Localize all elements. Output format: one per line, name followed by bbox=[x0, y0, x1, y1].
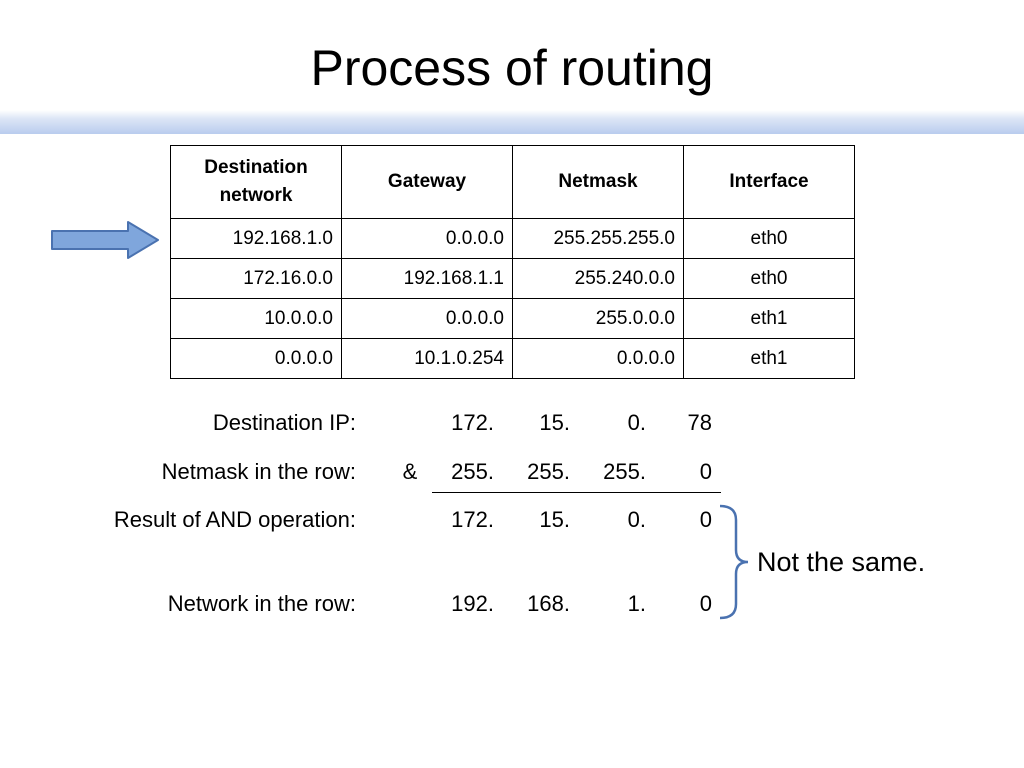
table-row: 10.0.0.0 0.0.0.0 255.0.0.0 eth1 bbox=[170, 298, 855, 339]
cell-netmask: 0.0.0.0 bbox=[512, 338, 684, 379]
and-operator: & bbox=[402, 459, 418, 484]
table-header-row: Destination network Gateway Netmask Inte… bbox=[170, 145, 855, 219]
netmask-octet-4: 0 bbox=[699, 459, 712, 484]
network-octet-1: 192. bbox=[451, 591, 494, 616]
routing-table: Destination network Gateway Netmask Inte… bbox=[170, 145, 855, 379]
cell-netmask: 255.0.0.0 bbox=[512, 298, 684, 339]
cell-destination: 172.16.0.0 bbox=[170, 258, 342, 299]
cell-destination: 192.168.1.0 bbox=[170, 218, 342, 259]
header-interface: Interface bbox=[683, 145, 855, 219]
network-label: Network in the row: bbox=[167, 591, 356, 616]
slide-title: Process of routing bbox=[310, 40, 714, 96]
cell-interface: eth1 bbox=[683, 338, 855, 379]
cell-gateway: 0.0.0.0 bbox=[341, 298, 513, 339]
header-netmask: Netmask bbox=[512, 145, 684, 219]
table-row: 172.16.0.0 192.168.1.1 255.240.0.0 eth0 bbox=[170, 258, 855, 299]
cell-destination: 10.0.0.0 bbox=[170, 298, 342, 339]
cell-interface: eth1 bbox=[683, 298, 855, 339]
result-octet-4: 0 bbox=[699, 507, 712, 532]
table-row: 192.168.1.0 0.0.0.0 255.255.255.0 eth0 bbox=[170, 218, 855, 259]
netmask-octet-2: 255. bbox=[527, 459, 570, 484]
table-row: 0.0.0.0 10.1.0.254 0.0.0.0 eth1 bbox=[170, 338, 855, 379]
cell-netmask: 255.240.0.0 bbox=[512, 258, 684, 299]
network-octet-2: 168. bbox=[527, 591, 570, 616]
cell-gateway: 192.168.1.1 bbox=[341, 258, 513, 299]
destination-ip-octet-3: 0. bbox=[627, 410, 646, 435]
destination-ip-octet-1: 172. bbox=[451, 410, 494, 435]
curly-brace-icon bbox=[719, 504, 749, 620]
netmask-octet-1: 255. bbox=[451, 459, 494, 484]
network-octet-3: 1. bbox=[627, 591, 646, 616]
destination-ip-octet-2: 15. bbox=[539, 410, 570, 435]
title-divider-bar bbox=[0, 110, 1024, 134]
cell-destination: 0.0.0.0 bbox=[170, 338, 342, 379]
cell-netmask: 255.255.255.0 bbox=[512, 218, 684, 259]
destination-ip-octet-4: 78 bbox=[687, 410, 712, 435]
sum-underline bbox=[432, 492, 721, 493]
result-octet-3: 0. bbox=[627, 507, 646, 532]
cell-interface: eth0 bbox=[683, 218, 855, 259]
cell-gateway: 10.1.0.254 bbox=[341, 338, 513, 379]
result-label: Result of AND operation: bbox=[113, 507, 356, 532]
header-gateway: Gateway bbox=[341, 145, 513, 219]
header-destination-network: Destination network bbox=[170, 145, 342, 219]
netmask-label: Netmask in the row: bbox=[161, 459, 356, 484]
comparison-note: Not the same. bbox=[757, 547, 926, 577]
network-octet-4: 0 bbox=[699, 591, 712, 616]
netmask-octet-3: 255. bbox=[603, 459, 646, 484]
cell-interface: eth0 bbox=[683, 258, 855, 299]
right-arrow-icon bbox=[51, 221, 159, 259]
cell-gateway: 0.0.0.0 bbox=[341, 218, 513, 259]
result-octet-2: 15. bbox=[539, 507, 570, 532]
result-octet-1: 172. bbox=[451, 507, 494, 532]
destination-ip-label: Destination IP: bbox=[212, 410, 356, 435]
